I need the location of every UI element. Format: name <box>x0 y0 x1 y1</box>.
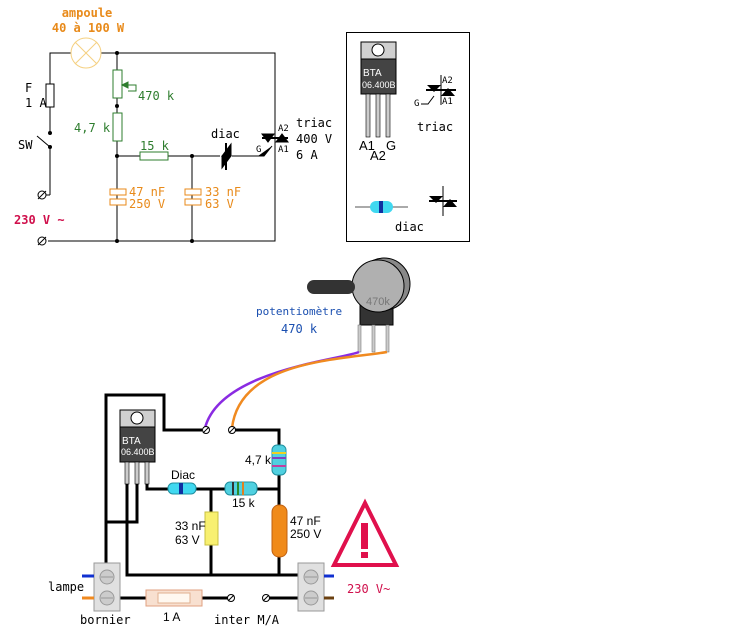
pin-a1-label: A1 <box>359 138 375 153</box>
sym-a1: A1 <box>442 97 453 107</box>
mains-label: 230 V~ <box>347 582 390 596</box>
wire <box>48 52 276 242</box>
sym-a2: A2 <box>442 76 453 86</box>
capacitor-47nf <box>271 504 288 558</box>
pin-a2: A2 <box>278 124 289 134</box>
fuse-symbol <box>45 83 55 108</box>
fuse-rating: 1 A <box>25 96 47 110</box>
terminal-icon <box>37 190 47 200</box>
potentiometer-value: 470 k <box>281 322 318 336</box>
diac-label: Diac <box>171 468 195 482</box>
schematic <box>36 37 289 246</box>
terminal-label: bornier <box>80 613 131 627</box>
pin-a1: A1 <box>278 145 289 155</box>
potentiometer-illustration: 470k <box>307 257 411 353</box>
c2-voltage: 63 V <box>205 197 234 211</box>
fuse-label: F <box>25 81 32 95</box>
fuse-component <box>145 589 203 607</box>
terminal-icon <box>262 594 270 602</box>
triac-current: 6 A <box>296 148 318 162</box>
diac-component-icon <box>355 201 408 213</box>
terminal-icon <box>37 236 47 246</box>
junction-dot <box>115 104 119 108</box>
legend-box: BTA 06.400B A1 G A2 A2 A1 G triac diac <box>346 32 470 242</box>
capacitor-33nf-symbol <box>184 188 202 206</box>
to220-package: BTA 06.400B <box>360 41 397 138</box>
wire-orange <box>230 350 388 429</box>
lamp-icon <box>70 37 102 69</box>
lamp-power: 40 à 100 W <box>52 21 125 35</box>
c1-voltage: 250 V <box>290 527 321 541</box>
resistor-4k7-symbol <box>112 112 123 142</box>
c2-value: 33 nF <box>175 519 206 533</box>
triac-package: BTA 06.400B <box>119 409 156 485</box>
package-part: 06.400B <box>362 80 396 90</box>
switch-contact <box>48 131 52 135</box>
potentiometer-label: potentiomètre <box>256 305 342 318</box>
diac-label: diac <box>211 127 240 141</box>
r1-value: 4,7 k <box>74 121 111 135</box>
wire-purple <box>203 350 360 429</box>
pin-g: G <box>256 145 261 155</box>
triac-label: triac <box>417 120 453 134</box>
terminal-icon <box>202 426 210 434</box>
capacitor-47nf-symbol <box>109 188 127 206</box>
package-brand: BTA <box>122 436 141 447</box>
pot-value: 470 k <box>138 89 175 103</box>
c1-voltage: 250 V <box>129 197 165 211</box>
mains-label: 230 V ~ <box>14 213 65 227</box>
c1-value: 47 nF <box>129 185 165 199</box>
triac-voltage: 400 V <box>296 132 332 146</box>
junction-dot <box>115 239 119 243</box>
switch-contact <box>48 145 52 149</box>
switch-symbol <box>36 135 51 148</box>
terminal-icon <box>228 426 236 434</box>
lamp-label: lampe <box>48 580 84 594</box>
switch-label: SW <box>18 138 33 152</box>
fuse-rating: 1 A <box>163 610 180 624</box>
junction-dot <box>190 154 194 158</box>
wire <box>49 52 71 85</box>
pin-g-label: G <box>386 138 396 153</box>
r2-value: 15 k <box>232 496 256 510</box>
resistor-4k7 <box>271 444 287 476</box>
capacitor-33nf <box>204 511 219 546</box>
lamp-label: ampoule <box>62 6 113 20</box>
potentiometer-symbol <box>112 69 137 99</box>
diac-symbol-icon <box>429 186 457 216</box>
diac-symbol <box>220 140 232 172</box>
switch-label: inter M/A <box>214 613 280 627</box>
c2-value: 33 nF <box>205 185 241 199</box>
r2-value: 15 k <box>140 139 170 153</box>
triac-label: triac <box>296 116 332 130</box>
terminal-block-right <box>297 562 334 612</box>
diac-component <box>167 482 197 495</box>
triac-symbol-icon: A2 A1 G <box>414 75 456 109</box>
junction-dot <box>190 239 194 243</box>
terminal-block-left <box>82 562 121 612</box>
c2-voltage: 63 V <box>175 533 200 547</box>
resistor-15k-symbol <box>139 151 169 161</box>
junction-dot <box>115 154 119 158</box>
triac-symbol <box>258 133 289 157</box>
sym-g: G <box>414 99 419 109</box>
diac-label: diac <box>395 220 424 234</box>
c1-value: 47 nF <box>290 514 321 528</box>
junction-dot <box>115 51 119 55</box>
terminal-icon <box>227 594 235 602</box>
r1-value: 4,7 k <box>245 453 272 467</box>
warning-icon <box>330 498 400 567</box>
package-brand: BTA <box>363 68 382 79</box>
resistor-15k <box>224 481 258 496</box>
pin-a2-label: A2 <box>370 148 386 163</box>
package-part: 06.400B <box>121 447 155 457</box>
pot-marking: 470k <box>366 296 390 308</box>
